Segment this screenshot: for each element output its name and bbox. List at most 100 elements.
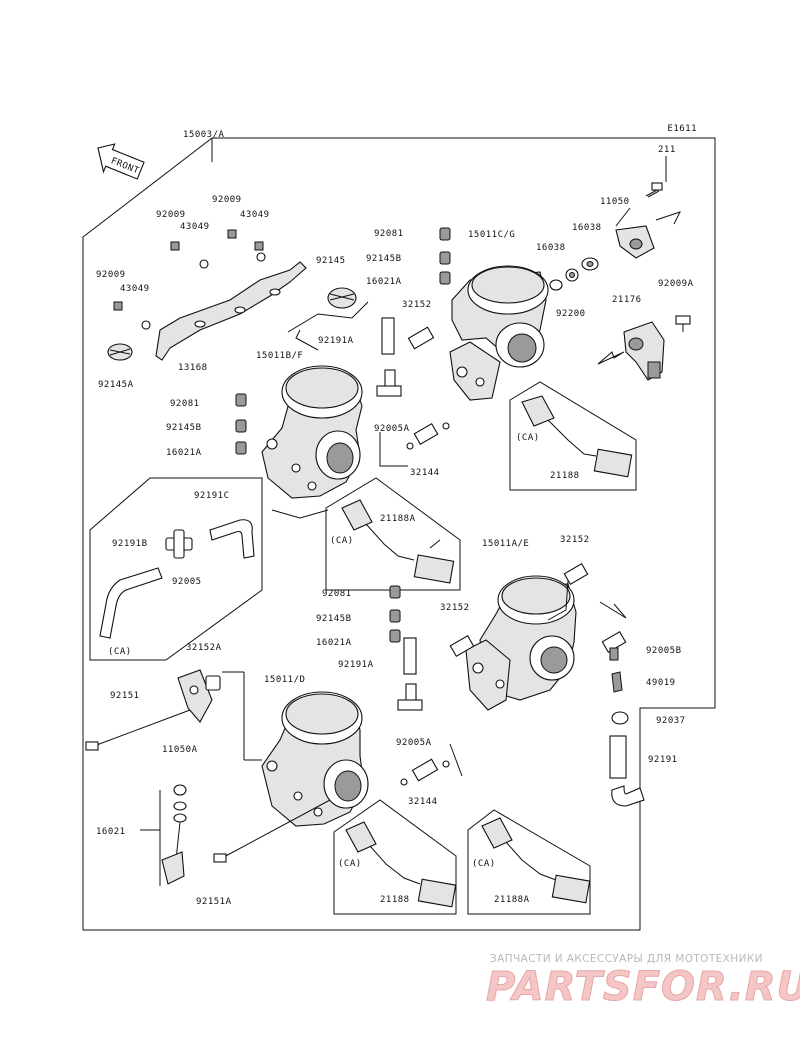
label-92009-c: 92009 (96, 270, 126, 280)
screw-icon (675, 315, 691, 332)
watermark-tagline: ЗАПЧАСТИ И АКСЕССУАРЫ ДЛЯ МОТОТЕХНИКИ (490, 953, 763, 965)
label-ca-1: (CA) (516, 433, 540, 443)
fitting-icon (601, 631, 627, 661)
label-16021a-c: 16021A (316, 638, 352, 648)
sensor-box-ca-4 (467, 809, 591, 915)
label-ca-5: (CA) (472, 859, 496, 869)
fitting-icon (376, 369, 402, 397)
watermark-brand: PARTSFOR.RU (486, 964, 800, 1010)
label-92005b: 92005B (646, 646, 682, 656)
carburetor-d-icon (261, 691, 369, 827)
adjust-screw-icon (161, 784, 187, 885)
label-15011d: 15011/D (264, 675, 305, 685)
label-32152-a: 32152 (402, 300, 432, 310)
collar-icon (563, 563, 589, 585)
diagram-code: E1611 (667, 124, 697, 134)
bracket-icon (155, 261, 307, 361)
sensor-box-ca-2 (325, 477, 461, 591)
collar-icon (413, 423, 439, 445)
carburetor-ae-icon (465, 575, 577, 711)
label-15011ae: 15011A/E (482, 539, 529, 549)
nut-icon (141, 252, 266, 330)
label-ca-3: (CA) (108, 647, 132, 657)
label-92151: 92151 (110, 691, 140, 701)
jet-icon (389, 585, 401, 643)
clip-icon (611, 671, 623, 693)
fitting-icon (165, 529, 193, 559)
throttle-link-icon (177, 669, 221, 723)
label-92081-b: 92081 (170, 399, 200, 409)
bolt-icon (645, 182, 663, 198)
carburetor-bf-icon (261, 365, 363, 499)
label-16038-a: 16038 (572, 223, 602, 233)
jet-icon (235, 393, 247, 455)
washer-icon (549, 279, 563, 291)
spring-icon (107, 343, 133, 361)
label-92145b-c: 92145B (316, 614, 352, 624)
label-92009a: 92009A (658, 279, 694, 289)
label-211: 211 (658, 145, 676, 155)
label-43049-c: 43049 (120, 284, 150, 294)
sensor-icon (345, 821, 457, 908)
label-92145a: 92145A (98, 380, 134, 390)
tube-icon (381, 317, 395, 355)
label-21188-b: 21188 (380, 895, 410, 905)
screw-head-icon (213, 853, 227, 863)
throttle-sensor-icon (623, 321, 665, 381)
label-32152-c: 32152 (440, 603, 470, 613)
screw-head-icon (85, 741, 99, 751)
label-21188-a: 21188 (550, 471, 580, 481)
label-32144-a: 32144 (410, 468, 440, 478)
label-92191c: 92191C (194, 491, 230, 501)
label-11050a: 11050A (162, 745, 198, 755)
fitting-icon (397, 683, 423, 711)
sensor-icon (521, 395, 633, 478)
label-92191b: 92191B (112, 539, 148, 549)
collar-icon (449, 635, 475, 657)
washer-icon (565, 268, 579, 282)
label-32152a: 32152A (186, 643, 222, 653)
label-43049-b: 43049 (240, 210, 270, 220)
jet-icon (439, 227, 451, 285)
label-21188a-b: 21188A (494, 895, 530, 905)
label-ca-4: (CA) (338, 859, 362, 869)
label-92081-a: 92081 (374, 229, 404, 239)
tube-icon (609, 735, 627, 779)
label-49019: 49019 (646, 678, 676, 688)
label-ca-2: (CA) (330, 536, 354, 546)
sensor-icon (481, 817, 591, 904)
label-32144-b: 32144 (408, 797, 438, 807)
label-92005a-a: 92005A (374, 424, 410, 434)
label-15003a: 15003/A (183, 130, 225, 140)
label-92145b-a: 92145B (366, 254, 402, 264)
label-92005a-b: 92005A (396, 738, 432, 748)
label-13168: 13168 (178, 363, 208, 373)
washer-icon (581, 257, 599, 271)
tube-icon (403, 637, 417, 675)
label-16021a-b: 16021A (166, 448, 202, 458)
front-arrow-icon: FRONT (97, 143, 145, 180)
label-15011cg: 15011C/G (468, 230, 515, 240)
clamp-icon (611, 711, 629, 725)
label-92191: 92191 (648, 755, 678, 765)
label-11050: 11050 (600, 197, 630, 207)
boot-icon (327, 287, 357, 309)
hose-box-ca (89, 477, 263, 661)
label-92145: 92145 (316, 256, 346, 266)
label-92151a: 92151A (196, 897, 232, 907)
label-16021a-a: 16021A (366, 277, 402, 287)
label-92200: 92200 (556, 309, 586, 319)
label-21188a-a: 21188A (380, 514, 416, 524)
label-92145b-b: 92145B (166, 423, 202, 433)
main-frame (82, 137, 716, 931)
hose-elbow-icon (611, 785, 645, 807)
label-92009-b: 92009 (212, 195, 242, 205)
label-92005: 92005 (172, 577, 202, 587)
label-21176: 21176 (612, 295, 642, 305)
label-92081-c: 92081 (322, 589, 352, 599)
bolt-icon (113, 229, 264, 311)
label-92009-a: 92009 (156, 210, 186, 220)
label-32152-b: 32152 (560, 535, 590, 545)
collar-icon (411, 758, 439, 782)
